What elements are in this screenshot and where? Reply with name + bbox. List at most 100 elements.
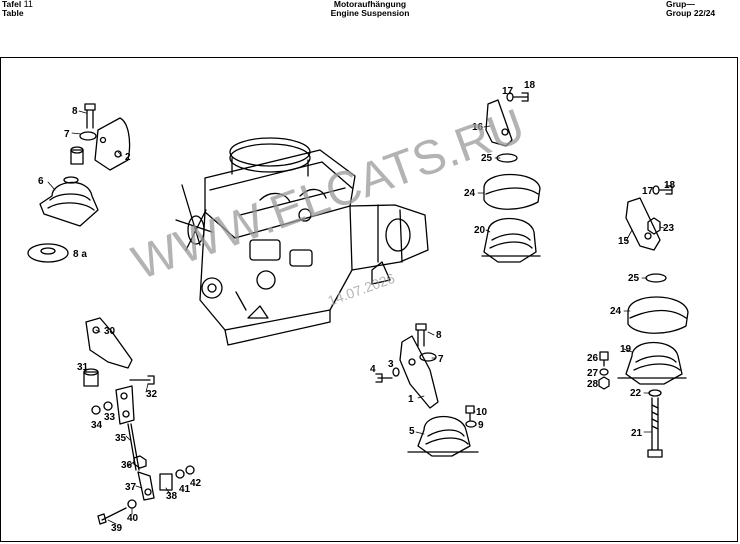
- callout-18: 18: [524, 80, 536, 91]
- bolt-21-shape: [647, 397, 663, 458]
- link-plate-shape: [115, 385, 135, 425]
- plate-8a-shape: [27, 243, 69, 263]
- nut-34-shape: [91, 405, 101, 415]
- rod-35-shape: [127, 423, 137, 471]
- right-mount-group-b: [598, 185, 689, 458]
- bolt-32-shape: [129, 375, 155, 385]
- callout-24b: 24: [610, 306, 622, 317]
- callout-18b: 18: [664, 180, 676, 191]
- callout-40: 40: [127, 513, 139, 524]
- bracket-16-shape: [485, 99, 513, 147]
- link-37-shape: [137, 471, 155, 501]
- callout-41: 41: [179, 484, 191, 495]
- washer-3-shape: [392, 367, 400, 377]
- title-german: Motoraufhängung: [333, 0, 407, 9]
- callout-27: 27: [587, 368, 599, 379]
- callout-20: 20: [474, 225, 486, 236]
- table-number: 11: [23, 0, 33, 9]
- bracket-30-shape: [85, 317, 133, 369]
- mount-5-shape: [417, 416, 471, 457]
- callout-36: 36: [121, 460, 133, 471]
- callout-23: 23: [663, 223, 675, 234]
- washer-25b-shape: [645, 273, 667, 283]
- nut-42-shape: [185, 465, 195, 475]
- table-reference: Tafel 11 Table: [2, 0, 33, 18]
- callout-39: 39: [111, 523, 123, 534]
- washer-7b-shape: [419, 352, 437, 362]
- right-mount-group-a: [481, 92, 541, 263]
- rubber-24-shape: [483, 173, 541, 210]
- callout-34: 34: [91, 420, 103, 431]
- callout-28: 28: [587, 379, 599, 390]
- diagram-frame: [0, 57, 738, 542]
- bolt-39-shape: [97, 507, 127, 525]
- callout-35: 35: [115, 433, 127, 444]
- washer-33-shape: [103, 401, 113, 411]
- washer-41-shape: [175, 469, 185, 479]
- bolt-26-shape: [599, 351, 609, 367]
- washer-17b-shape: [652, 185, 660, 195]
- page-title: Motoraufhängung Engine Suspension: [0, 0, 740, 18]
- center-mount-group: [375, 323, 479, 457]
- callout-32: 32: [146, 389, 158, 400]
- washer-7-shape: [79, 131, 97, 141]
- part-callouts: 8 7 2 6 8 a 17 18 16 25 24 20 17 18 23 1…: [38, 80, 676, 534]
- callout-10: 10: [476, 407, 488, 418]
- callout-19: 19: [620, 344, 632, 355]
- bushing-31-shape: [83, 371, 99, 387]
- callout-8a: 8 a: [73, 249, 87, 260]
- bracket-15-shape: [625, 197, 661, 251]
- bolt-8b-shape: [415, 323, 427, 347]
- group-number: 22/24: [693, 8, 716, 18]
- nut-23-shape: [647, 217, 661, 235]
- nut-28-shape: [598, 376, 610, 390]
- callout-3: 3: [388, 359, 394, 370]
- callout-15: 15: [618, 236, 630, 247]
- table-label-de: Tafel: [2, 0, 22, 9]
- bolt-4-shape: [375, 373, 393, 383]
- callout-30: 30: [104, 326, 116, 337]
- callout-25b: 25: [628, 273, 640, 284]
- mount-20-shape: [483, 218, 537, 263]
- callout-9: 9: [478, 420, 484, 431]
- nut-36-shape: [133, 455, 147, 469]
- callout-2: 2: [125, 152, 131, 163]
- callout-7: 7: [64, 129, 70, 140]
- mount-19-shape: [625, 342, 683, 385]
- callout-25: 25: [481, 153, 493, 164]
- washer-40-shape: [127, 499, 137, 509]
- leader-lines: [47, 91, 665, 525]
- bolt-18b-shape: [659, 185, 673, 195]
- table-label-en: Table: [2, 8, 24, 18]
- callout-42: 42: [190, 478, 202, 489]
- washer-9-shape: [465, 420, 477, 428]
- callout-22: 22: [630, 388, 642, 399]
- washer-22-shape: [648, 389, 662, 397]
- bushing-38-shape: [159, 473, 173, 491]
- callout-8b: 8: [436, 330, 442, 341]
- spacer-shape: [70, 149, 84, 165]
- group-label-de: Grup: [666, 0, 687, 9]
- callout-5: 5: [409, 426, 415, 437]
- front-left-mount-group: [27, 103, 131, 263]
- group-reference: Grup— Group 22/24: [666, 0, 716, 18]
- callout-33: 33: [104, 412, 116, 423]
- bracket-2-shape: [94, 117, 131, 171]
- bolt-8-shape: [84, 103, 96, 129]
- callout-8: 8: [72, 106, 78, 117]
- callout-21: 21: [631, 428, 643, 439]
- callout-6: 6: [38, 176, 44, 187]
- callout-38: 38: [166, 491, 178, 502]
- mount-6-shape: [39, 181, 99, 227]
- callout-31: 31: [77, 362, 89, 373]
- watermark: WWW.ELCATS.RU 14.07.2026: [126, 99, 532, 308]
- washer-27-shape: [599, 368, 609, 376]
- rubber-24b-shape: [627, 296, 689, 334]
- callout-37: 37: [125, 482, 137, 493]
- rear-linkage-group: [83, 317, 195, 525]
- group-label-en: Group: [666, 8, 692, 18]
- bolt-18-shape: [513, 92, 529, 102]
- engine-illustration: [175, 137, 429, 346]
- callout-24: 24: [464, 188, 476, 199]
